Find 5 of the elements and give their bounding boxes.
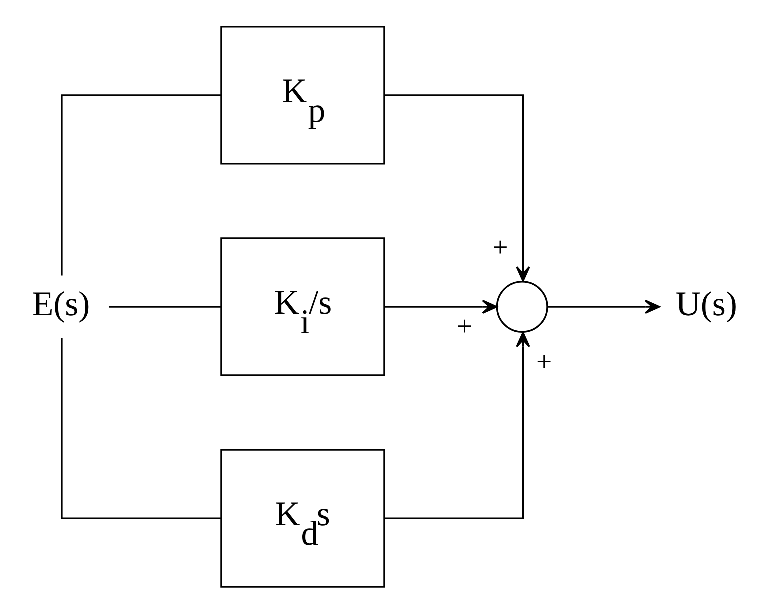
edge-label: + [492, 232, 508, 263]
edge-label: + [456, 310, 473, 342]
edge-label: + [536, 346, 552, 378]
node-text: U(s) [676, 284, 738, 324]
node-text: E(s) [32, 284, 90, 324]
